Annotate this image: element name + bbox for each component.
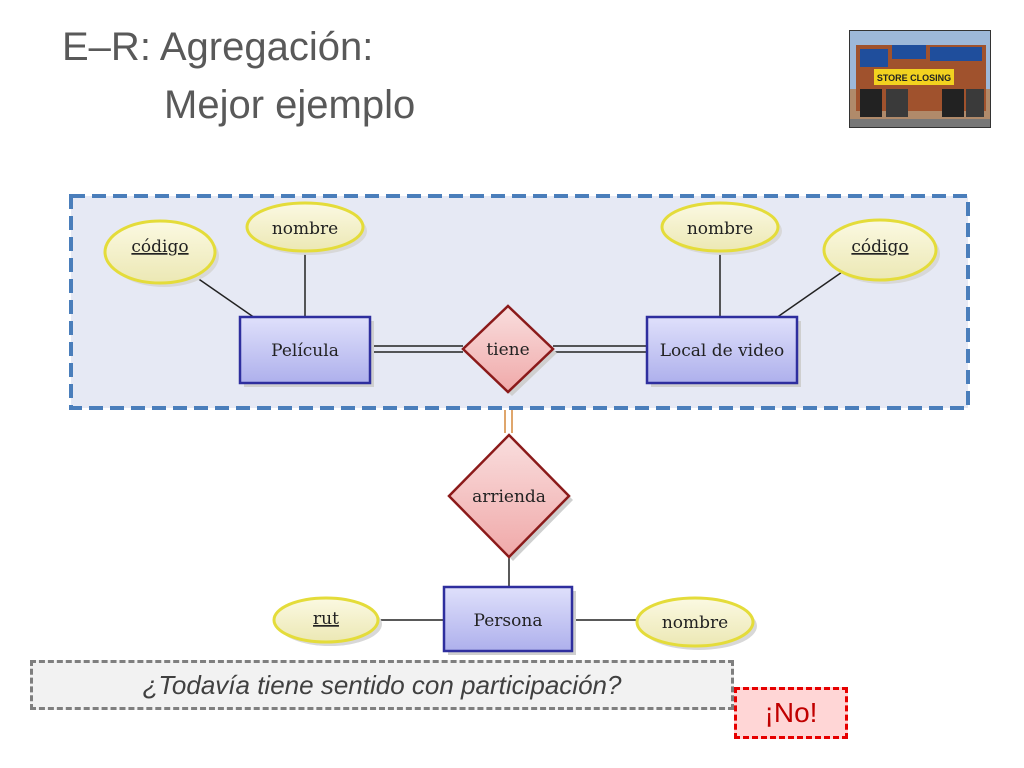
attribute-pelicula-codigo: código xyxy=(103,219,219,287)
entity-label: Película xyxy=(271,341,339,361)
attribute-label: nombre xyxy=(272,219,338,239)
attribute-persona-nombre: nombre xyxy=(635,596,757,650)
attribute-persona-rut: rut xyxy=(272,596,382,646)
answer-callout: ¡No! xyxy=(734,687,848,739)
entity-label: Local de video xyxy=(660,341,785,361)
entity-local-de-video: Local de video xyxy=(645,315,801,387)
attribute-label: nombre xyxy=(662,613,728,633)
relationship-label: tiene xyxy=(486,340,529,360)
relationship-arrienda: arrienda xyxy=(447,433,573,561)
connector-lines xyxy=(189,248,846,621)
attribute-label: código xyxy=(131,237,188,257)
slide-title: E–R: Agregación: Mejor ejemplo xyxy=(62,18,415,134)
question-callout: ¿Todavía tiene sentido con participación… xyxy=(30,660,734,710)
relationship-label: arrienda xyxy=(472,487,546,507)
entity-pelicula: Película xyxy=(238,315,374,387)
attribute-local-codigo: código xyxy=(822,218,940,284)
attribute-label: código xyxy=(851,237,908,257)
store-closing-photo: STORE CLOSING xyxy=(849,30,991,128)
attribute-pelicula-nombre: nombre xyxy=(245,201,367,255)
attribute-label: rut xyxy=(313,609,339,629)
attribute-local-nombre: nombre xyxy=(660,201,782,255)
relationship-tiene: tiene xyxy=(461,304,557,396)
attribute-label: nombre xyxy=(687,219,753,239)
entity-persona: Persona xyxy=(442,585,576,655)
title-line-2: Mejor ejemplo xyxy=(164,83,416,127)
entity-label: Persona xyxy=(474,611,543,631)
aggregation-participation-lines xyxy=(504,410,513,433)
question-text: ¿Todavía tiene sentido con participación… xyxy=(142,669,622,700)
title-line-1: E–R: Agregación: xyxy=(62,25,374,69)
answer-text: ¡No! xyxy=(764,697,818,728)
store-sign-text: STORE CLOSING xyxy=(877,73,951,83)
